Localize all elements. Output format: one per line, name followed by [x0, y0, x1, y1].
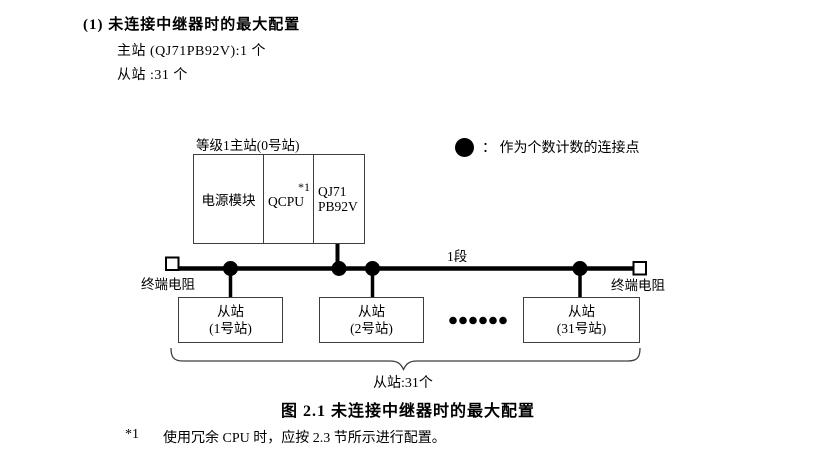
qj71-label-line2: PB92V	[318, 199, 358, 214]
qj71pb92v-cell: QJ71 PB92V	[314, 155, 364, 243]
connection-point-icon	[223, 261, 238, 276]
qcpu-cell: *1 QCPU	[264, 155, 314, 243]
connection-point-icon	[331, 261, 347, 276]
slave-station-2-box: 从站 (2号站)	[319, 297, 424, 343]
power-module-cell: 电源模块	[194, 155, 264, 243]
slave-station-1-box: 从站 (1号站)	[178, 297, 283, 343]
terminating-resistor-label-left: 终端电阻	[141, 277, 195, 292]
terminating-resistor-icon-left	[165, 256, 180, 271]
connection-point-icon	[572, 261, 588, 276]
legend: ： 作为个数计数的连接点	[455, 137, 640, 157]
master-station-box: 电源模块 *1 QCPU QJ71 PB92V	[193, 154, 365, 244]
qcpu-label: QCPU	[268, 194, 305, 209]
slave-total-label: 从站:31个	[373, 376, 433, 391]
connection-point-icon	[365, 261, 380, 276]
ellipsis-dots-icon	[449, 316, 507, 325]
footnote-ref-marker: *1	[298, 180, 310, 194]
connection-point-icon	[455, 137, 474, 157]
footnote-text: 使用冗余 CPU 时，应按 2.3 节所示进行配置。	[163, 431, 446, 446]
slave-label: 从站	[568, 304, 595, 319]
slave-number: (2号站)	[350, 321, 393, 336]
slave-number: (31号站)	[556, 321, 607, 336]
terminating-resistor-label-right: 终端电阻	[611, 278, 665, 293]
master-station-label: 等级1主站(0号站)	[196, 138, 300, 153]
slave-spec-text: 从站 :31 个	[117, 68, 188, 83]
qj71-label-line1: QJ71	[318, 184, 347, 199]
slave-label: 从站	[217, 304, 244, 319]
segment-label: 1段	[447, 249, 468, 264]
legend-label: ： 作为个数计数的连接点	[482, 141, 640, 156]
slave-station-31-box: 从站 (31号站)	[523, 297, 640, 343]
power-module-label: 电源模块	[201, 193, 256, 208]
slave-number: (1号站)	[209, 321, 252, 336]
footnote-ref: *1	[125, 427, 139, 442]
master-spec-text: 主站 (QJ71PB92V):1 个	[117, 44, 267, 59]
slave-label: 从站	[358, 304, 385, 319]
brace-icon	[170, 347, 641, 372]
section-heading: (1) 未连接中继器时的最大配置	[83, 17, 301, 33]
figure-caption: 图 2.1 未连接中继器时的最大配置	[281, 403, 536, 420]
terminating-resistor-icon-right	[632, 261, 647, 276]
